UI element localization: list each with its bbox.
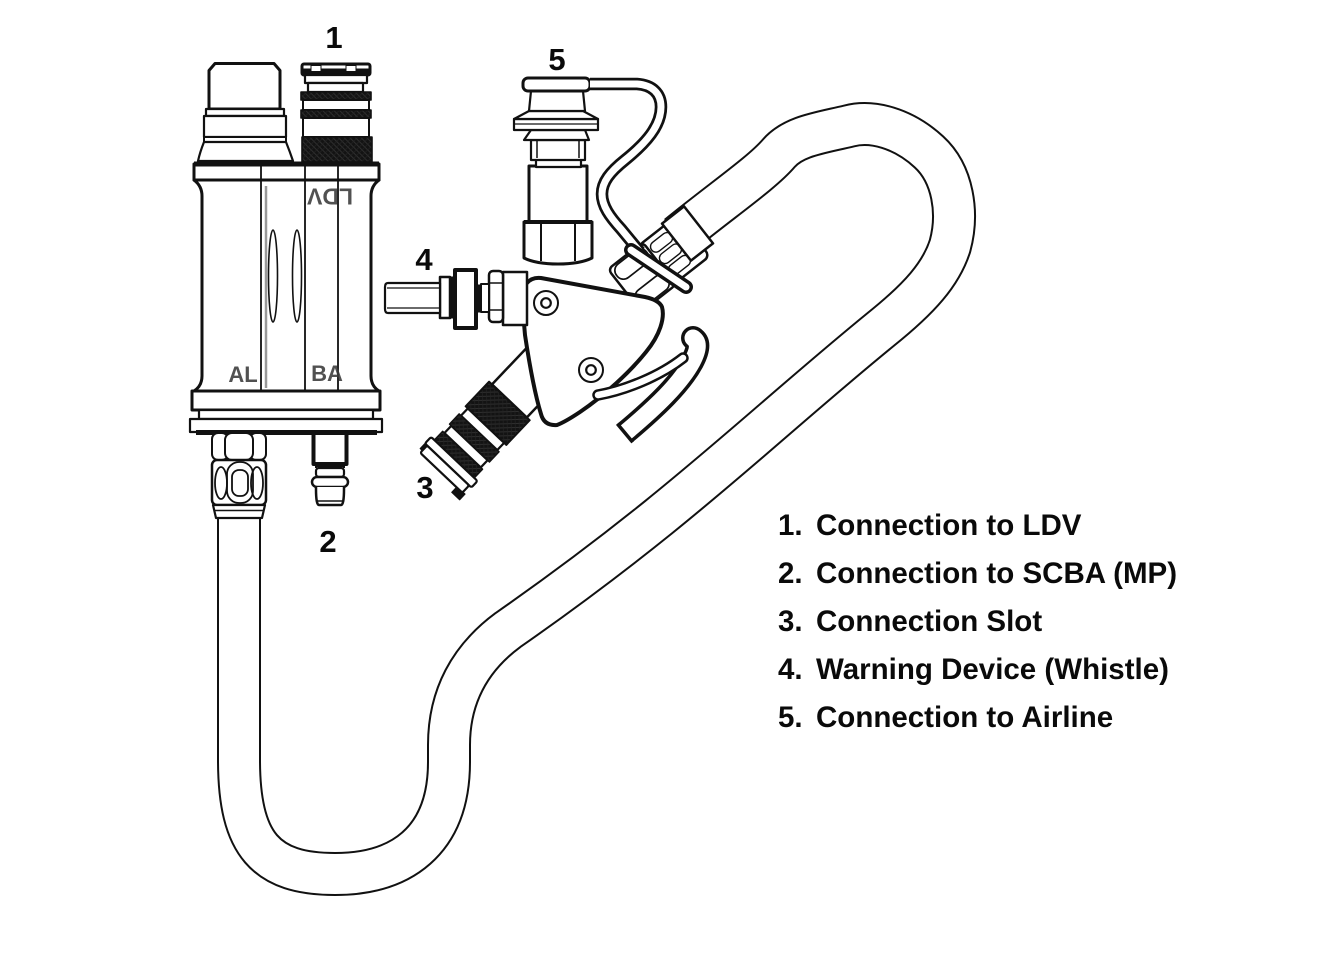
- svg-text:3: 3: [416, 470, 433, 505]
- svg-text:5: 5: [548, 42, 565, 77]
- svg-text:2: 2: [319, 524, 336, 559]
- svg-text:BA: BA: [311, 361, 343, 386]
- svg-text:AL: AL: [228, 362, 257, 387]
- svg-text:4: 4: [415, 242, 433, 277]
- svg-text:1: 1: [325, 20, 342, 55]
- svg-text:LDV: LDV: [306, 184, 353, 210]
